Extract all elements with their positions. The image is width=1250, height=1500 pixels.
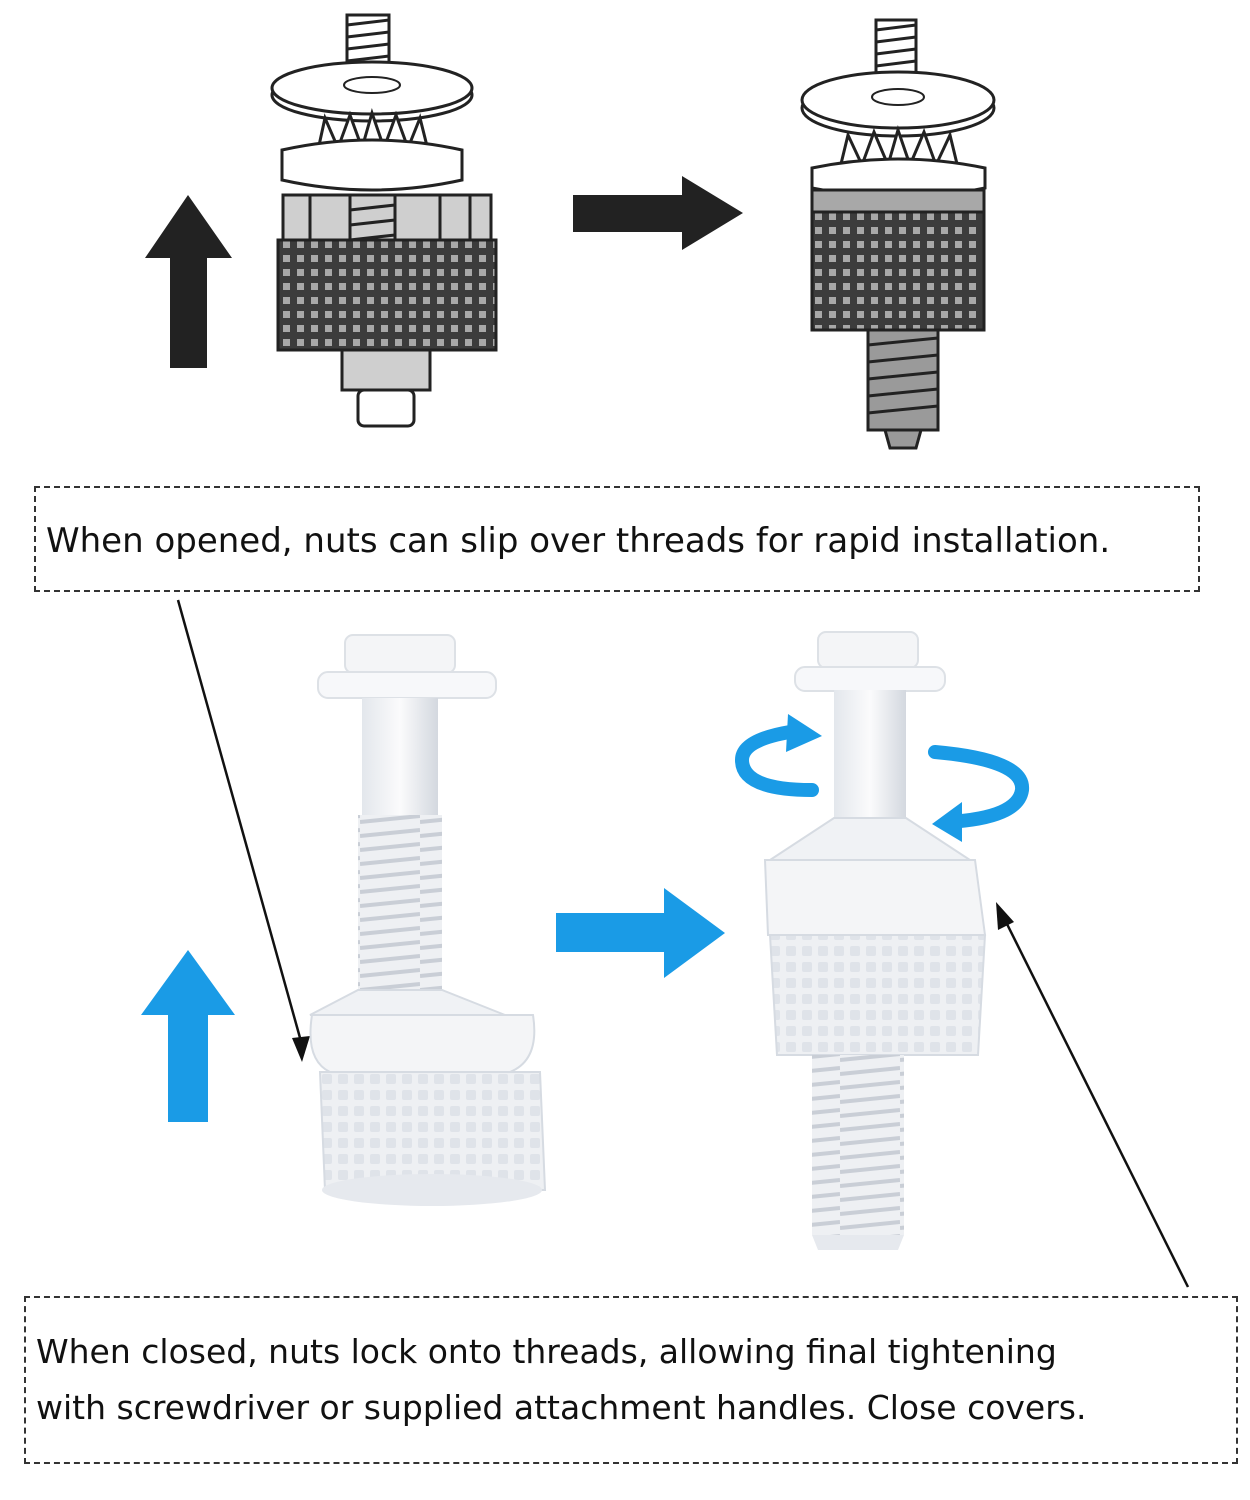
caption-opened: When opened, nuts can slip over threads … (34, 486, 1200, 592)
rotate-arrows-icon (786, 714, 962, 842)
right-arrow-icon (573, 176, 743, 250)
caption-closed-line-2: with screwdriver or supplied attachment … (36, 1388, 1087, 1427)
closed-bolt-photo (763, 631, 1190, 1288)
opened-bolt-photo (176, 599, 547, 1206)
caption-closed: When closed, nuts lock onto threads, all… (24, 1296, 1238, 1464)
opened-nut-drawing (270, 13, 498, 428)
caption-opened-text: When opened, nuts can slip over threads … (46, 521, 1111, 561)
caption-closed-line-1: When closed, nuts lock onto threads, all… (36, 1332, 1057, 1371)
up-arrow-icon (145, 195, 232, 368)
closed-nut-drawing (800, 18, 996, 450)
up-arrow-icon (141, 950, 235, 1122)
rotate-arrows-icon (734, 725, 1029, 829)
right-arrow-icon (556, 888, 725, 978)
